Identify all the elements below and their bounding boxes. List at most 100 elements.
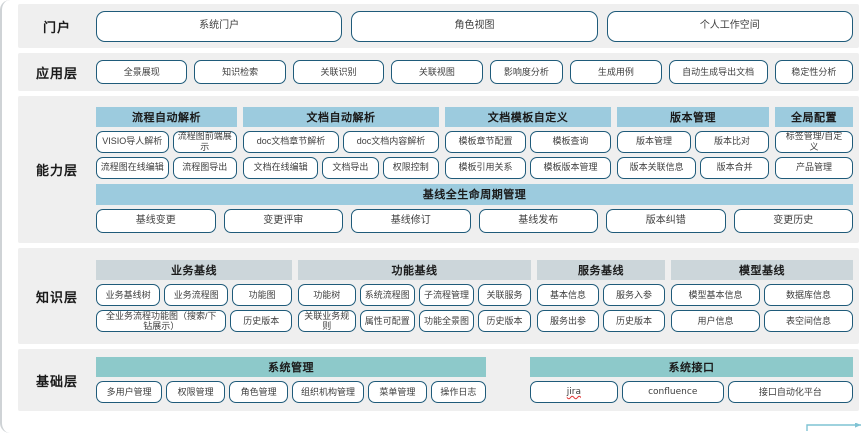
tile-subprocess-mgmt[interactable]: 子流程管理	[418, 284, 475, 306]
app-item-relation-view[interactable]: 关联视图	[391, 60, 483, 84]
tile-version-mgmt[interactable]: 版本管理	[617, 130, 691, 153]
tile-flowchart-online-edit[interactable]: 流程图在线编辑	[96, 156, 169, 179]
tile-flowchart-frontend-display[interactable]: 流程图前端展 示	[172, 130, 237, 153]
tile-doc-content-parse[interactable]: doc文档内容解析	[343, 130, 439, 153]
group-title-global-config: 全局配置	[775, 106, 853, 127]
tile-operation-log[interactable]: 操作日志	[430, 381, 486, 403]
lifecycle-item-baseline-revision[interactable]: 基线修订	[351, 208, 471, 233]
tile-user-info[interactable]: 用户信息	[671, 310, 760, 332]
tile-version-compare[interactable]: 版本比对	[695, 130, 769, 153]
tile-row: 流程图在线编辑 流程图导出	[96, 156, 237, 179]
tile-template-reference-relation[interactable]: 模板引用关系	[445, 156, 526, 179]
tile-service-input-param[interactable]: 服务入参	[603, 284, 665, 306]
app-item-knowledge-search[interactable]: 知识检索	[194, 60, 286, 84]
tile-role-mgmt[interactable]: 角色管理	[229, 381, 289, 403]
tile-version-merge[interactable]: 版本合并	[700, 156, 769, 179]
app-item-impact-analysis[interactable]: 影响度分析	[489, 60, 564, 84]
tile-org-structure-mgmt[interactable]: 组织机构管理	[292, 381, 364, 403]
tile-menu-mgmt[interactable]: 菜单管理	[367, 381, 427, 403]
group-title-doc-parsing: 文档自动解析	[243, 106, 439, 127]
tile-row: 多用户管理 权限管理 角色管理 组织机构管理 菜单管理 操作日志	[96, 381, 486, 403]
tile-function-panorama[interactable]: 功能全景图	[418, 310, 475, 332]
layer-label-knowledge: 知识层	[35, 289, 78, 305]
tile-tablespace-info[interactable]: 表空间信息	[764, 310, 853, 332]
tile-product-mgmt[interactable]: 产品管理	[775, 156, 853, 179]
tile-model-basic-info[interactable]: 模型基本信息	[671, 284, 760, 306]
tile-row: VISIO导人解析 流程图前端展 示	[96, 130, 237, 153]
foundation-group-row: 系统管理 多用户管理 权限管理 角色管理 组织机构管理 菜单管理 操作日志 系统…	[96, 357, 854, 403]
tile-row: 基本信息 服务入参	[537, 284, 665, 306]
tile-confluence[interactable]: confluence	[621, 381, 724, 403]
application-button-row: 全景展现 知识检索 关联识别 关联视图 影响度分析 生成用例 自动生成导出文档 …	[96, 60, 853, 84]
group-title-business-baseline: 业务基线	[96, 260, 292, 280]
app-item-generate-use-case[interactable]: 生成用例	[570, 60, 662, 84]
app-item-relation-recognition[interactable]: 关联识别	[292, 60, 385, 84]
tile-system-flowchart[interactable]: 系统流程图	[359, 284, 415, 306]
layer-band-capability: 能力层 流程自动解析 VISIO导人解析 流程图前端展 示 流程图在线编辑 流程…	[18, 96, 859, 243]
tile-template-version-mgmt[interactable]: 模板版本管理	[530, 156, 611, 179]
app-item-auto-export-doc[interactable]: 自动生成导出文档	[668, 60, 768, 84]
tile-interface-automation-platform[interactable]: 接口自动化平台	[727, 381, 854, 403]
lifecycle-item-baseline-change[interactable]: 基线变更	[96, 208, 216, 233]
tile-multi-user-mgmt[interactable]: 多用户管理	[96, 381, 163, 403]
tile-row: 模板引用关系 模板版本管理	[445, 156, 611, 179]
tile-business-flowchart[interactable]: 业务流程图	[164, 284, 229, 306]
app-item-panorama[interactable]: 全景展现	[96, 60, 188, 84]
tile-related-business-rule[interactable]: 关联业务规则	[298, 310, 356, 332]
portal-item-role-view[interactable]: 角色视图	[351, 10, 598, 42]
tile-permission-mgmt[interactable]: 权限管理	[166, 381, 226, 403]
portal-item-personal-workspace[interactable]: 个人工作空间	[606, 10, 853, 42]
tile-row: 版本管理 版本比对	[617, 130, 769, 153]
tile-doc-export[interactable]: 文档导出	[322, 156, 379, 179]
knowledge-group-service-baseline: 服务基线 基本信息 服务入参 服务出参 历史版本	[537, 260, 665, 332]
tile-permission-control[interactable]: 权限控制	[382, 156, 439, 179]
tile-history-version[interactable]: 历史版本	[478, 310, 531, 332]
tile-basic-info[interactable]: 基本信息	[537, 284, 599, 306]
arrow-decoration	[806, 423, 861, 431]
lifecycle-item-change-review[interactable]: 变更评审	[223, 208, 343, 233]
tile-full-business-process-function-chart[interactable]: 全业务流程功能图（搜索/下 钻展示）	[96, 310, 227, 332]
knowledge-group-model-baseline: 模型基线 模型基本信息 数据库信息 用户信息 表空间信息	[671, 260, 853, 332]
app-item-stability-analysis[interactable]: 稳定性分析	[774, 60, 853, 84]
tile-history-version[interactable]: 历史版本	[603, 310, 665, 332]
lifecycle-item-change-history[interactable]: 变更历史	[733, 208, 853, 233]
tile-visio-import-parse[interactable]: VISIO导人解析	[96, 130, 169, 153]
capability-group-process-parsing: 流程自动解析 VISIO导人解析 流程图前端展 示 流程图在线编辑 流程图导出	[96, 106, 237, 179]
tile-row: 模板章节配置 模板查询	[445, 130, 611, 153]
group-title-process-parsing: 流程自动解析	[96, 106, 237, 127]
tile-doc-online-edit[interactable]: 文档在线编辑	[243, 156, 319, 179]
tile-row: 版本关联信息 版本合并	[617, 156, 769, 179]
tile-database-info[interactable]: 数据库信息	[764, 284, 853, 306]
tile-flowchart-export[interactable]: 流程图导出	[172, 156, 237, 179]
group-title-doc-template: 文档模板自定义	[445, 106, 611, 127]
tile-template-query[interactable]: 模板查询	[530, 130, 611, 153]
tile-attribute-configurable[interactable]: 属性可配置	[359, 310, 415, 332]
capability-lifecycle-section: 基线全生命周期管理 基线变更 变更评审 基线修订 基线发布 版本纠错 变更历史	[96, 183, 853, 233]
tile-tag-mgmt-custom[interactable]: 标签管理/自定 义	[775, 130, 853, 153]
tile-version-relation-info[interactable]: 版本关联信息	[617, 156, 697, 179]
tile-doc-chapter-parse[interactable]: doc文档章节解析	[243, 130, 339, 153]
tile-template-chapter-config[interactable]: 模板章节配置	[445, 130, 526, 153]
group-title-system-interface: 系统接口	[530, 357, 853, 377]
frame-edge-decoration	[0, 0, 14, 433]
capability-group-version-mgmt: 版本管理 版本管理 版本比对 版本关联信息 版本合并	[617, 106, 769, 179]
foundation-group-system-mgmt: 系统管理 多用户管理 权限管理 角色管理 组织机构管理 菜单管理 操作日志	[96, 357, 486, 403]
tile-row: doc文档章节解析 doc文档内容解析	[243, 130, 439, 153]
lifecycle-item-baseline-release[interactable]: 基线发布	[478, 208, 598, 233]
tile-row: 用户信息 表空间信息	[671, 310, 853, 332]
tile-function-tree[interactable]: 功能树	[298, 284, 356, 306]
portal-item-system-portal[interactable]: 系统门户	[96, 10, 343, 42]
tile-function-chart[interactable]: 功能图	[232, 284, 293, 306]
tile-related-service[interactable]: 关联服务	[478, 284, 531, 306]
layer-label-application: 应用层	[35, 65, 78, 81]
lifecycle-item-version-correction[interactable]: 版本纠错	[606, 208, 726, 233]
group-title-service-baseline: 服务基线	[537, 260, 665, 280]
tile-business-baseline-tree[interactable]: 业务基线树	[96, 284, 161, 306]
tile-jira: jira	[530, 381, 618, 403]
tile-history-version[interactable]: 历史版本	[230, 310, 292, 332]
portal-button-row: 系统门户 角色视图 个人工作空间	[96, 10, 853, 42]
lifecycle-button-row: 基线变更 变更评审 基线修订 基线发布 版本纠错 变更历史	[96, 208, 853, 233]
tile-service-output-param[interactable]: 服务出参	[537, 310, 599, 332]
group-title-function-baseline: 功能基线	[298, 260, 531, 280]
